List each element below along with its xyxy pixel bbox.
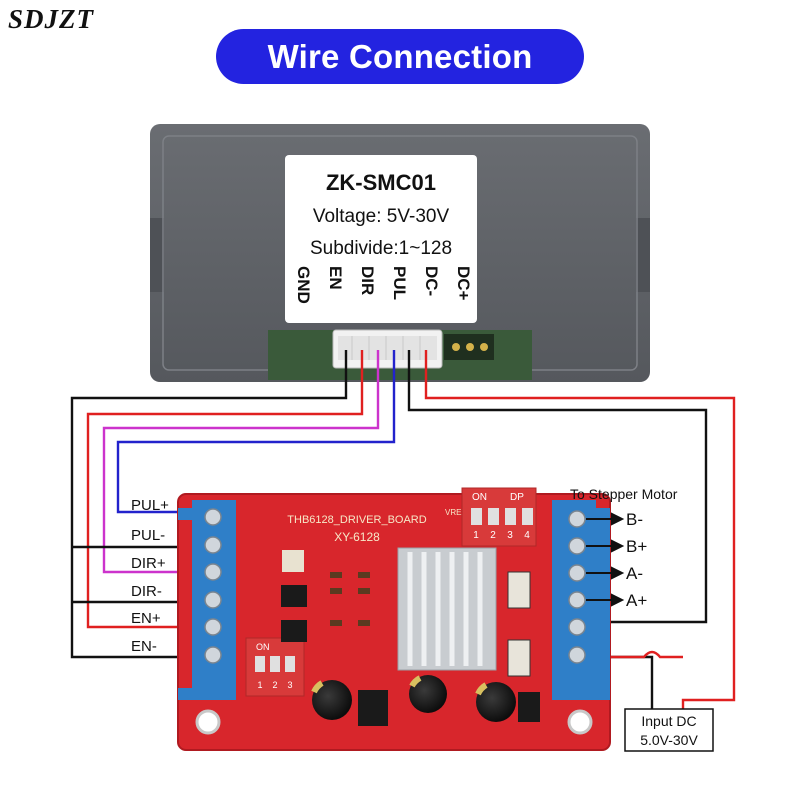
board-name: THB6128_DRIVER_BOARD [287,514,426,526]
terminal-block-left [178,500,236,700]
capacitor [409,675,447,713]
controller-voltage: Voltage: 5V-30V [313,206,450,227]
power-input-box [624,708,714,752]
wire-dir [102,350,380,574]
svg-text:ON: ON [472,492,487,503]
svg-text:1: 1 [473,530,479,541]
wire-dc-plus [424,350,736,722]
mount-hole [567,709,593,735]
wire-pul [116,350,396,514]
case-clip-left [150,218,164,292]
controller-model: ZK-SMC01 [326,170,436,195]
motor-arrows [586,512,625,607]
driver-board: THB6128_DRIVER_BOARD XY-6128 VREF ON DP … [177,487,611,751]
svg-text:ON: ON [256,642,270,652]
label-a-plus: A+ [626,591,647,610]
shunt-resistor [507,639,531,677]
pin-label-pul: PUL [390,266,409,300]
svg-text:2: 2 [272,680,277,690]
svg-text:2: 2 [490,530,496,541]
controller-subdivide: Subdivide:1~128 [310,238,452,259]
label-dir-minus: DIR- [131,583,162,600]
label-en-minus: EN- [131,638,157,655]
motor-terminal-labels: B- B+ A- A+ [626,510,647,610]
capacitor [476,682,516,722]
power-label: Input DC [641,713,696,729]
regulator [358,690,388,726]
left-terminal-labels: PUL+ PUL- DIR+ DIR- EN+ EN- [131,497,169,655]
label-b-minus: B- [626,510,643,529]
motor-label: To Stepper Motor [570,486,678,502]
crystal [282,550,304,572]
label-pul-plus: PUL+ [131,497,169,514]
label-a-minus: A- [626,564,643,583]
svg-text:1: 1 [257,680,262,690]
diode [518,692,540,722]
case-clip-right [636,218,650,292]
controller-label-card [285,155,477,323]
svg-text:DP: DP [510,492,524,503]
wire-gnd [70,350,348,659]
mount-hole [195,709,221,735]
driver-pcb [177,493,611,751]
chip [281,620,307,642]
controller-module: ZK-SMC01 Voltage: 5V-30V Subdivide:1~128… [150,124,650,382]
power-voltage: 5.0V-30V [640,732,698,748]
pin-label-gnd: GND [294,266,313,304]
svg-text:4: 4 [524,530,530,541]
svg-text:3: 3 [507,530,513,541]
capacitor [312,680,352,720]
terminal-block-right [552,500,610,700]
label-b-plus: B+ [626,537,647,556]
vref-label: VREF [445,508,466,517]
wires [70,350,736,722]
svg-text:3: 3 [287,680,292,690]
page-title: Wire Connection [216,29,584,84]
label-pul-minus: PUL- [131,527,165,544]
pin-label-en: EN [326,266,345,290]
chip [281,585,307,607]
pin-label-dcminus: DC- [422,266,441,296]
wire-en [86,350,364,629]
wire-dc-minus [407,350,708,624]
shunt-resistor [507,571,531,609]
brand-logo: SDJZT [8,4,94,34]
board-model: XY-6128 [334,530,380,544]
pin-label-dir: DIR [358,266,377,295]
wire-power-red-board [582,650,683,659]
pin-label-dcplus: DC+ [454,266,473,301]
label-en-plus: EN+ [131,610,161,627]
label-dir-plus: DIR+ [131,555,166,572]
